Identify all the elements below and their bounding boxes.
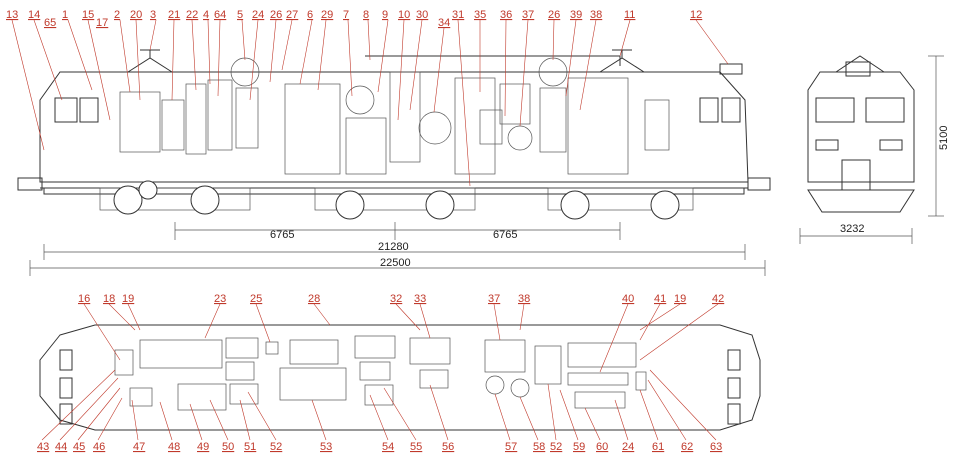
callout-21: 21 [168,9,180,21]
callout-32: 32 [390,293,402,305]
callout-64: 64 [214,9,226,21]
plan-view: 16 18 19 23 25 28 32 33 37 38 40 41 19 4… [37,293,761,453]
side-view: 13 14 65 1 15 17 2 20 3 21 22 4 64 5 24 … [6,9,771,276]
side-view-labels: 13 14 65 1 15 17 2 20 3 21 22 4 64 5 24 … [6,9,729,187]
callout-39: 39 [570,9,582,21]
end-view: 5100 3232 [799,55,950,244]
callout-35: 35 [474,9,486,21]
callout-25: 25 [250,293,262,305]
callout-13: 13 [6,9,18,21]
callout-52b: 52 [550,441,562,453]
callout-55: 55 [410,441,422,453]
callout-15: 15 [82,9,94,21]
callout-33: 33 [414,293,426,305]
callout-22: 22 [186,9,198,21]
callout-24b: 24 [622,441,634,453]
callout-12: 12 [690,9,702,21]
callout-58: 58 [533,441,545,453]
callout-52: 52 [270,441,282,453]
plan-view-bottom-labels: 43 44 45 46 47 48 49 50 51 52 53 54 55 5… [37,369,722,453]
callout-9: 9 [382,9,388,21]
callout-41: 41 [654,293,666,305]
callout-10: 10 [398,9,410,21]
callout-48: 48 [168,441,180,453]
dimension-overall-length: 22500 [380,257,411,269]
side-view-dimensions: 6765 6765 21280 22500 [29,222,766,276]
callout-62: 62 [681,441,693,453]
callout-37: 37 [522,9,534,21]
bogie-middle [314,187,476,220]
callout-26b: 26 [548,9,560,21]
callout-36: 36 [500,9,512,21]
dimension-inner-length: 21280 [378,241,409,253]
callout-14: 14 [28,9,40,21]
callout-42: 42 [712,293,724,305]
callout-16: 16 [78,293,90,305]
callout-8: 8 [363,9,369,21]
callout-19b: 19 [674,293,686,305]
callout-28: 28 [308,293,320,305]
callout-26: 26 [270,9,282,21]
callout-18: 18 [103,293,115,305]
dimension-bogie-right: 6765 [493,229,517,241]
callout-20: 20 [130,9,142,21]
bogie-rear [547,187,694,220]
callout-60: 60 [596,441,608,453]
callout-65: 65 [44,17,56,29]
callout-38b: 38 [518,293,530,305]
callout-2: 2 [114,9,120,21]
callout-34: 34 [438,17,450,29]
callout-11: 11 [624,9,635,21]
dimension-bogie-left: 6765 [270,229,294,241]
callout-38: 38 [590,9,602,21]
dimension-height: 5100 [938,126,950,150]
callout-3: 3 [150,9,156,21]
callout-24: 24 [252,9,264,21]
callout-6: 6 [307,9,313,21]
callout-30: 30 [416,9,428,21]
callout-50: 50 [222,441,234,453]
callout-57: 57 [505,441,517,453]
callout-40: 40 [622,293,634,305]
plan-view-top-labels: 16 18 19 23 25 28 32 33 37 38 40 41 19 4… [78,293,724,373]
bogie-front [99,180,251,215]
callout-4: 4 [203,9,209,21]
callout-29: 29 [321,9,333,21]
callout-49: 49 [197,441,209,453]
callout-1: 1 [62,9,68,21]
callout-17: 17 [96,17,108,29]
callout-27: 27 [286,9,298,21]
callout-51: 51 [244,441,256,453]
callout-56: 56 [442,441,454,453]
callout-54: 54 [382,441,394,453]
callout-59: 59 [573,441,585,453]
callout-31: 31 [452,9,464,21]
callout-63: 63 [710,441,722,453]
dimension-width: 3232 [840,223,864,235]
callout-37b: 37 [488,293,500,305]
callout-5: 5 [237,9,243,21]
callout-46: 46 [93,441,105,453]
callout-23: 23 [214,293,226,305]
callout-45: 45 [73,441,85,453]
callout-61: 61 [652,441,664,453]
callout-53: 53 [320,441,332,453]
callout-43: 43 [37,441,49,453]
callout-44: 44 [55,441,67,453]
callout-47: 47 [133,441,145,453]
callout-7: 7 [343,9,349,21]
callout-19: 19 [122,293,134,305]
